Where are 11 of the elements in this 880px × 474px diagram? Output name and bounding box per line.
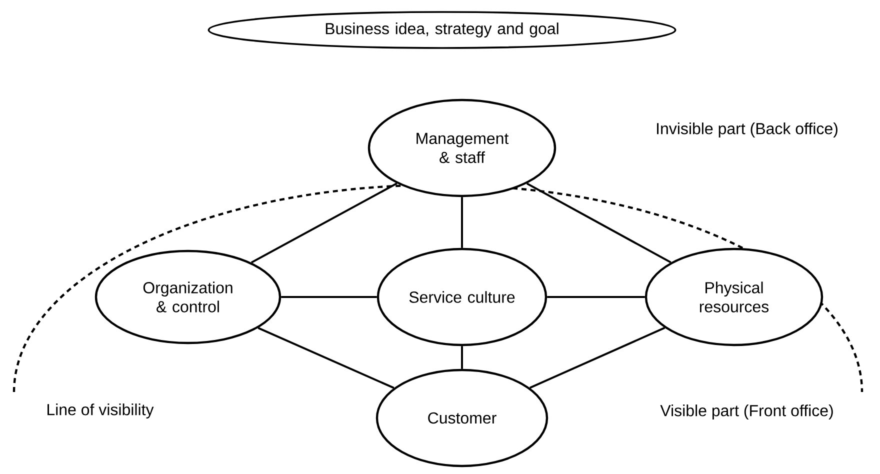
area-label: Line of visibility xyxy=(48,404,154,418)
connector-line xyxy=(461,346,463,369)
connector-line xyxy=(461,197,463,248)
connector-line xyxy=(281,296,377,298)
area-label: Visible part (Front office) xyxy=(660,404,833,420)
connector-line xyxy=(526,182,672,264)
connector-line xyxy=(250,182,398,264)
connector-line xyxy=(529,326,666,389)
area-label: Invisible part (Back office) xyxy=(657,122,838,138)
connector-line xyxy=(258,327,394,389)
connector-line xyxy=(547,296,645,298)
